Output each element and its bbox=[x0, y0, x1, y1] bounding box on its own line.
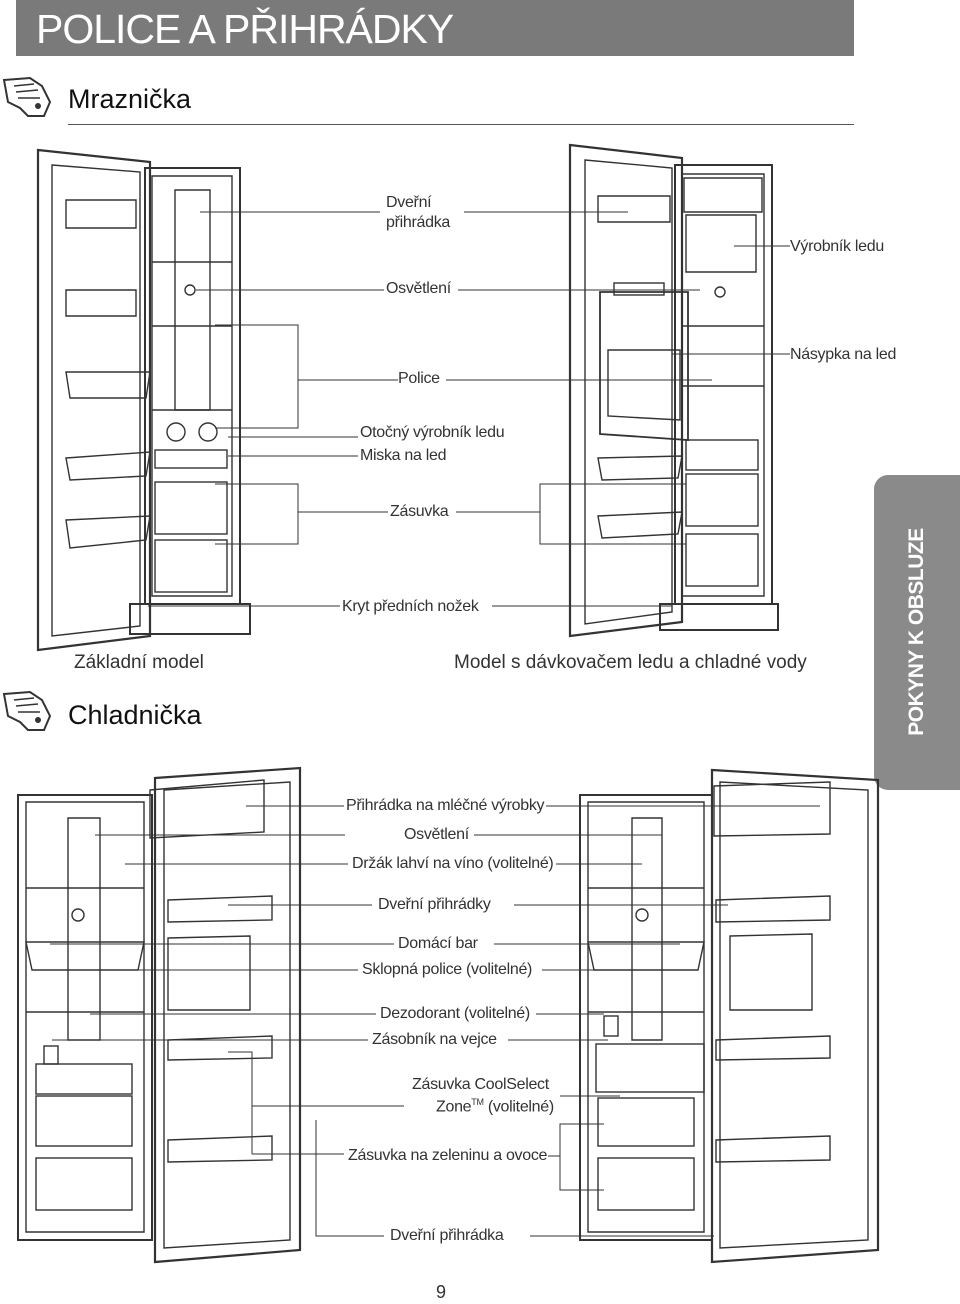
label-dairy: Přihrádka na mléčné výrobky bbox=[346, 797, 545, 814]
label-shelf: Police bbox=[398, 370, 440, 387]
label-ice-tray: Miska na led bbox=[360, 447, 447, 464]
label-light: Osvětlení bbox=[386, 280, 451, 297]
label-door-bin: Dveřní bbox=[386, 194, 432, 212]
label-deodorizer: Dezodorant (volitelné) bbox=[380, 1005, 530, 1022]
pointing-hand-icon bbox=[2, 76, 52, 117]
label-door-bin-line2: přihrádka bbox=[386, 214, 451, 231]
label-drawer: Zásuvka bbox=[390, 503, 449, 520]
label-egg-tray: Zásobník na vejce bbox=[372, 1031, 497, 1048]
label-coolselect-line1: Zásuvka CoolSelect bbox=[412, 1076, 549, 1093]
side-tab: POKYNY K OBSLUZE bbox=[874, 475, 960, 790]
label-ice-bucket: Násypka na led bbox=[790, 346, 897, 363]
label-wine-rack: Držák lahví na víno (volitelné) bbox=[352, 855, 554, 872]
fridge-heading: Chladnička bbox=[68, 700, 202, 730]
label-home-bar: Domácí bar bbox=[398, 935, 478, 952]
label-coolselect-line2: ZoneTM (volitelné) bbox=[436, 1097, 554, 1116]
label-door-bin-line1: Dveřní bbox=[386, 194, 432, 211]
label-ice-maker: Výrobník ledu bbox=[790, 238, 884, 255]
label-fridge-door-bin: Dveřní přihrádka bbox=[390, 1227, 504, 1244]
page-number: 9 bbox=[436, 1282, 447, 1302]
page-title: POLICE A PŘIHRÁDKY bbox=[36, 6, 454, 52]
caption-basic-model: Základní model bbox=[74, 652, 204, 673]
label-twist-ice: Otočný výrobník ledu bbox=[360, 424, 505, 441]
label-fridge-light: Osvětlení bbox=[404, 826, 469, 843]
label-foot-cover: Kryt předních nožek bbox=[342, 598, 479, 615]
label-door-bins: Dveřní přihrádky bbox=[378, 896, 491, 913]
label-veg-drawer: Zásuvka na zeleninu a ovoce bbox=[348, 1147, 548, 1164]
coolselect-zone: Zone bbox=[436, 1098, 472, 1116]
label-fold-shelf: Sklopná police (volitelné) bbox=[362, 961, 533, 978]
freezer-heading: Mraznička bbox=[68, 84, 192, 114]
title-bar: POLICE A PŘIHRÁDKY bbox=[16, 0, 854, 56]
coolselect-optional: (volitelné) bbox=[483, 1098, 554, 1116]
caption-dispenser-model: Model s dávkovačem ledu a chladné vody bbox=[454, 652, 807, 673]
pointing-hand-icon bbox=[2, 690, 52, 731]
freezer-rule bbox=[68, 124, 854, 125]
coolselect-tm: TM bbox=[471, 1097, 484, 1107]
